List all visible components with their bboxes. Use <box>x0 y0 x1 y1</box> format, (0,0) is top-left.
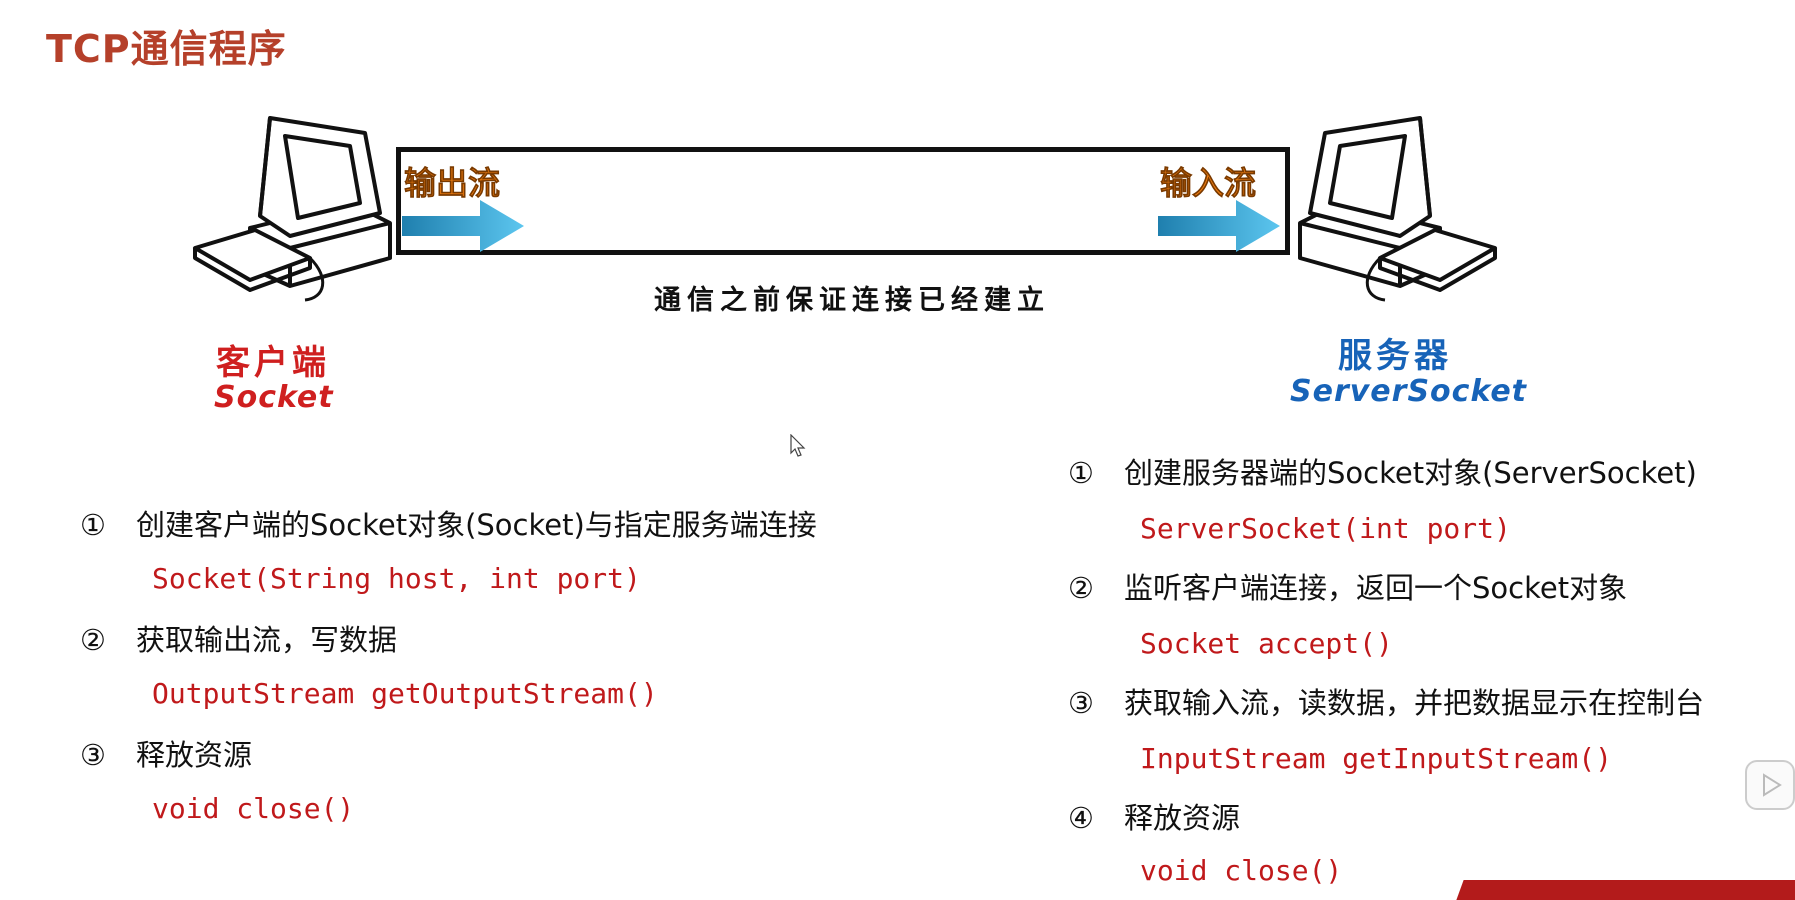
step-number: ② <box>1068 571 1094 605</box>
server-step-4: ④ 释放资源 <box>1068 795 1240 837</box>
client-label-en: Socket <box>214 380 334 415</box>
client-step-3-code: void close() <box>152 792 355 825</box>
output-stream-label: 输出流 <box>404 164 501 203</box>
server-label-en: ServerSocket <box>1290 374 1528 409</box>
slide-title: TCP通信程序 <box>46 27 287 71</box>
step-text: 释放资源 <box>136 738 253 772</box>
client-step-1: ① 创建客户端的Socket对象(Socket)与指定服务端连接 <box>80 502 817 544</box>
step-number: ③ <box>80 738 106 772</box>
server-step-1: ① 创建服务器端的Socket对象(ServerSocket) <box>1068 450 1697 492</box>
server-step-2-code: Socket accept() <box>1140 627 1393 660</box>
step-text: 获取输入流，读数据，并把数据显示在控制台 <box>1124 686 1705 720</box>
step-number: ④ <box>1068 801 1094 835</box>
step-number: ① <box>1068 456 1094 490</box>
server-label-cn: 服务器 <box>1338 336 1452 376</box>
client-label-cn: 客户端 <box>216 343 330 383</box>
server-step-3-code: InputStream getInputStream() <box>1140 742 1613 775</box>
play-icon <box>1763 773 1782 797</box>
client-step-2-code: OutputStream getOutputStream() <box>152 677 658 710</box>
client-step-3: ③ 释放资源 <box>80 732 252 774</box>
client-step-2: ② 获取输出流，写数据 <box>80 617 397 659</box>
step-text: 监听客户端连接，返回一个Socket对象 <box>1124 571 1628 605</box>
connection-channel <box>396 147 1290 255</box>
server-step-4-code: void close() <box>1140 854 1343 887</box>
step-number: ② <box>80 623 106 657</box>
step-text: 获取输出流，写数据 <box>136 623 398 657</box>
server-step-2: ② 监听客户端连接，返回一个Socket对象 <box>1068 565 1627 607</box>
step-text: 创建客户端的Socket对象(Socket)与指定服务端连接 <box>136 508 817 542</box>
step-text: 创建服务器端的Socket对象(ServerSocket) <box>1124 456 1697 490</box>
mouse-cursor-icon <box>790 434 806 457</box>
play-side-button[interactable] <box>1745 760 1795 810</box>
step-number: ③ <box>1068 686 1094 720</box>
step-number: ① <box>80 508 106 542</box>
input-stream-label: 输入流 <box>1160 164 1257 203</box>
server-step-3: ③ 获取输入流，读数据，并把数据显示在控制台 <box>1068 680 1704 722</box>
step-text: 释放资源 <box>1124 801 1241 835</box>
client-computer-icon <box>193 116 392 302</box>
output-arrow-icon <box>402 200 524 252</box>
client-step-1-code: Socket(String host, int port) <box>152 562 641 595</box>
server-computer-icon <box>1298 116 1497 302</box>
input-arrow-icon <box>1158 200 1280 252</box>
server-step-1-code: ServerSocket(int port) <box>1140 512 1511 545</box>
banner-strip <box>1456 880 1795 900</box>
connection-note: 通信之前保证连接已经建立 <box>654 285 1050 316</box>
